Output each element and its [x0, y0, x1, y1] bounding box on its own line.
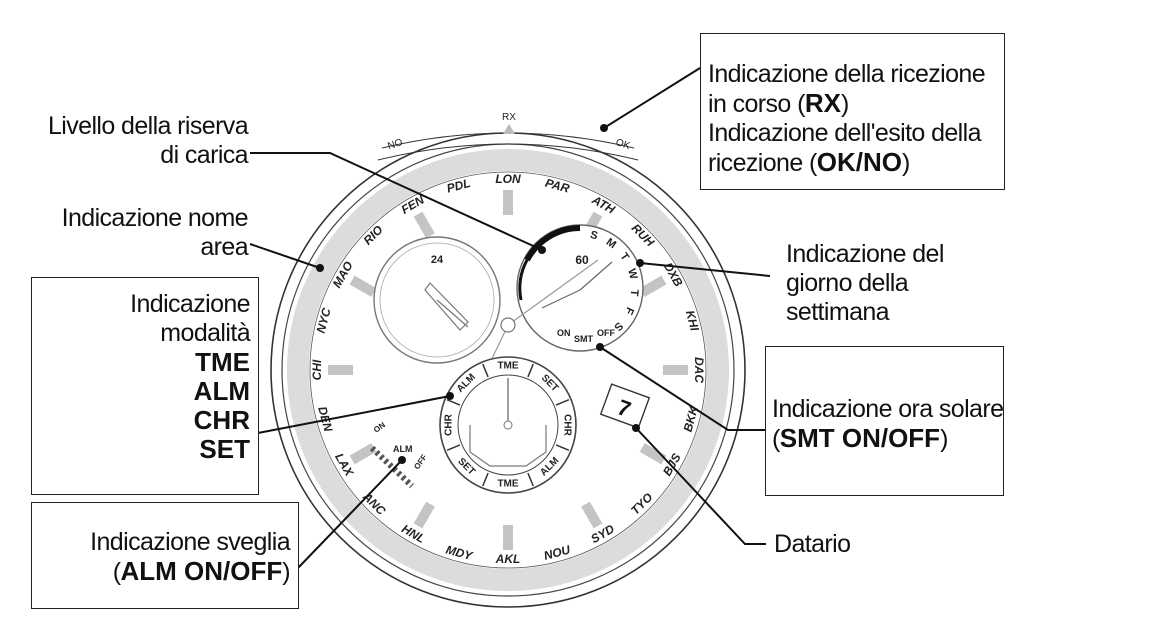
alarm-callout: Indicazione sveglia (ALM ON/OFF) [34, 528, 290, 587]
mode-tme: TME [195, 347, 250, 377]
mode-ring-divider [527, 472, 534, 487]
date-window: 7 [599, 383, 651, 429]
alarm-alm-label: ALM [393, 444, 413, 454]
leader-smt [599, 346, 766, 431]
subdial-24h: 24 [373, 236, 501, 364]
power-reserve-line2: di carica [160, 141, 248, 169]
mode-ring-label: CHR [444, 413, 455, 435]
city-label: BKK [681, 403, 702, 433]
subdial-24-label: 24 [431, 254, 444, 266]
area-name-callout: Indicazione nome area [30, 204, 249, 262]
mode-set: SET [199, 434, 250, 464]
rx-label: RX [502, 112, 516, 123]
reception-line1: Indicazione della ricezione [708, 60, 986, 88]
hour-marker [413, 211, 435, 239]
mode-ring-divider [555, 399, 570, 406]
city-label: LON [495, 172, 521, 186]
mode-ring-divider [446, 399, 461, 406]
city-label: PDL [445, 176, 472, 196]
mode-ring-divider [482, 472, 489, 487]
power-reserve-60: 60 [575, 253, 589, 267]
city-label: MDY [444, 543, 474, 564]
alarm-callout-box [31, 502, 299, 609]
city-label: NYC [314, 306, 334, 334]
hour-marker [639, 275, 667, 297]
weekday-callout: Indicazione del giorno della settimana [786, 240, 944, 327]
smt-line1: Indicazione ora solare [772, 395, 1004, 423]
mode-line1: Indicazione [130, 290, 250, 318]
smt-callout-box [765, 346, 1004, 496]
mode-callout-box [31, 277, 259, 495]
power-reserve-callout: Livello della riserva di carica [30, 112, 249, 170]
leader-weekday [639, 262, 771, 277]
mode-ring-divider [482, 363, 489, 378]
weekday-label: F [622, 305, 636, 316]
leader-dots [316, 124, 644, 464]
city-label: CHI [310, 359, 324, 380]
mode-ring-label: TME [497, 479, 518, 490]
city-label: NOU [542, 542, 572, 563]
area-name-line1: Indicazione nome [61, 204, 249, 232]
mode-ring-divider [446, 444, 461, 451]
date-callout: Datario [774, 530, 851, 559]
reception-line3: Indicazione dell'esito della [708, 119, 981, 147]
hour-markers [328, 190, 688, 550]
mode-ring-divider [527, 363, 534, 378]
mode-ring-label: CHR [561, 414, 572, 436]
reception-callout-box [700, 33, 1005, 190]
smt-off-label: OFF [597, 328, 615, 338]
smt-label: SMT [574, 334, 594, 344]
leader-alarm [297, 459, 403, 569]
reception-line4: ricezione (OK/NO) [708, 147, 910, 178]
leader-power [250, 152, 543, 251]
mode-ring-divider [555, 444, 570, 451]
city-label: AKL [495, 552, 521, 566]
hour-marker [349, 275, 377, 297]
city-label: KHI [683, 309, 702, 333]
weekday-line3: settimana [786, 298, 890, 326]
alarm-line2: (ALM ON/OFF) [112, 556, 291, 587]
smt-line2: (SMT ON/OFF) [772, 423, 948, 454]
mode-line2: modalità [160, 319, 250, 347]
rx-marker [503, 124, 515, 134]
weekday-label: W [625, 267, 639, 281]
hour-marker [413, 501, 435, 529]
no-label: NO [386, 137, 404, 152]
leader-lines [249, 67, 771, 569]
hour-marker [639, 443, 667, 465]
mode-alm: ALM [193, 376, 250, 406]
weekday-label: S [589, 229, 599, 242]
reception-line2: in corso (RX) [708, 88, 849, 119]
reception-callout: Indicazione della ricezione in corso (RX… [708, 60, 986, 178]
leader-area [249, 243, 321, 269]
area-name-line2: area [200, 233, 248, 261]
weekday-line2: giorno della [786, 269, 909, 297]
hour-marker [349, 443, 377, 465]
city-label: PAR [544, 176, 572, 196]
leader-reception [603, 67, 701, 129]
leader-mode [257, 395, 451, 434]
reception-indicator: RX OK NO [377, 112, 639, 161]
mode-callout: Indicazione modalità TME ALM CHR SET [36, 290, 250, 464]
city-label: DAC [692, 357, 706, 383]
mode-ring-label: TME [497, 361, 518, 372]
smt-on-label: ON [557, 328, 571, 338]
smt-callout: Indicazione ora solare (SMT ON/OFF) [772, 395, 1004, 454]
alarm-line1: Indicazione sveglia [90, 528, 290, 556]
mode-chr: CHR [193, 405, 250, 435]
weekday-label: T [628, 289, 641, 297]
power-reserve-line1: Livello della riserva [48, 112, 249, 140]
leader-date [635, 427, 766, 545]
ok-label: OK [614, 137, 631, 152]
hour-marker [581, 501, 603, 529]
weekday-line1: Indicazione del [786, 240, 944, 268]
date-line1: Datario [774, 530, 851, 558]
